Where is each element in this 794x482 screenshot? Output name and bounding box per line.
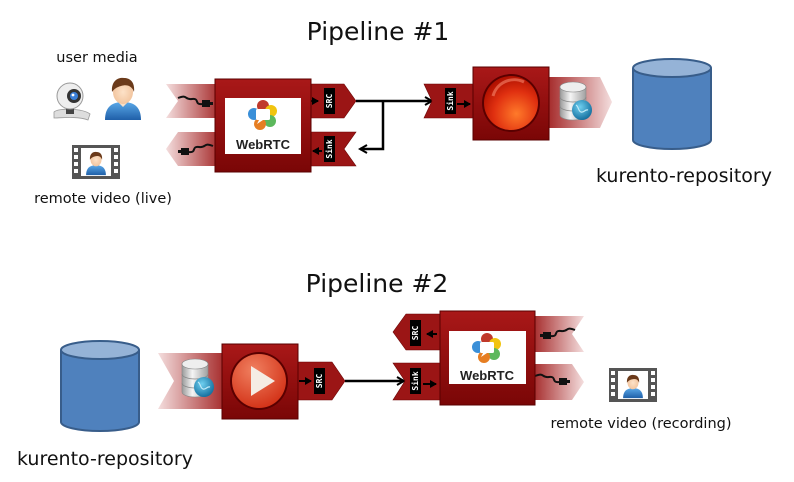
webrtc1-sink-label: Sink bbox=[324, 139, 334, 158]
recorder-sink-label: Sink bbox=[445, 91, 455, 110]
webrtc1-media-in-port bbox=[166, 84, 220, 118]
kurento-repository-1-label: kurento-repository bbox=[596, 165, 772, 187]
kurento-repository-2-icon bbox=[60, 340, 140, 432]
webrtc2-media-in-port bbox=[533, 316, 584, 352]
webrtc-endpoint-1[interactable]: SRC Sink WebRTC bbox=[166, 78, 357, 173]
player-endpoint[interactable]: SRC bbox=[158, 343, 346, 420]
pipeline1-title: Pipeline #1 bbox=[307, 17, 450, 46]
pipeline2-title: Pipeline #2 bbox=[306, 269, 449, 298]
webrtc-endpoint-2[interactable]: SRC Sink WebRTC bbox=[392, 310, 584, 406]
remote-video-live-label: remote video (live) bbox=[34, 191, 172, 207]
remote-video-recording-icon bbox=[609, 368, 657, 402]
webrtc2-sink-label: Sink bbox=[410, 371, 420, 390]
kurento-repository-1-icon bbox=[632, 58, 712, 150]
webrtc1-name: WebRTC bbox=[236, 137, 291, 152]
kurento-repository-2-label: kurento-repository bbox=[17, 448, 193, 470]
webcam-icon bbox=[53, 82, 91, 121]
webrtc2-name: WebRTC bbox=[460, 368, 515, 383]
webrtc2-src-label: SRC bbox=[411, 326, 420, 341]
record-icon bbox=[484, 76, 538, 130]
webrtc1-src-label: SRC bbox=[325, 94, 334, 109]
user-avatar-icon bbox=[105, 77, 141, 120]
webrtc1-media-out-port bbox=[166, 132, 220, 166]
pipeline1-connections bbox=[356, 101, 432, 149]
recorder-endpoint[interactable]: Sink bbox=[423, 66, 612, 141]
remote-video-live-icon bbox=[72, 145, 120, 179]
remote-video-recording-label: remote video (recording) bbox=[550, 416, 731, 432]
user-media-label: user media bbox=[56, 50, 137, 66]
player-src-label: SRC bbox=[315, 374, 324, 389]
